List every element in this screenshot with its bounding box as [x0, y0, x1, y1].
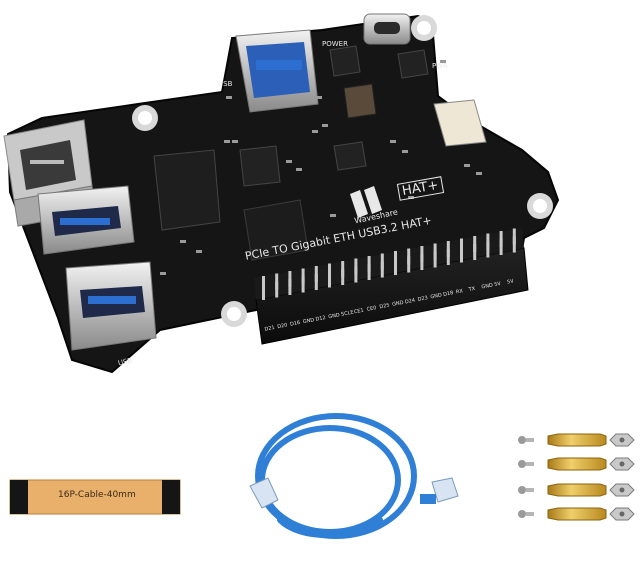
waveshare-logo-icon — [350, 186, 382, 218]
pin-label: CE0 — [366, 305, 377, 313]
pin-label: GND — [302, 317, 315, 326]
usb-label-top: USB — [218, 80, 233, 88]
pin-label: 5V — [506, 278, 515, 286]
pin-label: CE1 — [353, 307, 365, 316]
gpio-pin — [288, 271, 292, 287]
ffc-cable — [9, 479, 181, 515]
gpio-pin — [460, 238, 463, 255]
pin-label: D18 — [442, 290, 454, 298]
usb-c-port — [363, 13, 411, 45]
passive-components — [160, 60, 482, 275]
pwr-label: PWR — [432, 62, 449, 70]
pin-label: D12 — [315, 314, 327, 323]
mounting-hole — [527, 193, 553, 219]
chip-usb-hub — [239, 145, 281, 187]
gpio-pin — [486, 233, 490, 250]
gpio-pin — [262, 276, 265, 292]
pin-label: D21 — [264, 324, 276, 333]
gpio-pin — [341, 261, 345, 277]
chip-main — [243, 199, 309, 261]
gpio-pins — [262, 228, 516, 300]
pin-label: GND — [391, 299, 405, 308]
ethernet-cable — [255, 413, 417, 539]
pin-label: GND — [327, 312, 341, 321]
gpio-pin — [314, 266, 318, 282]
gpio-pin — [499, 231, 503, 247]
pin-label: D23 — [417, 295, 429, 303]
chip-eth — [329, 45, 361, 77]
gpio-pin — [367, 256, 371, 272]
rj45-plug-left — [249, 477, 279, 509]
gpio-pin — [446, 241, 450, 257]
pin-label: RX — [455, 288, 464, 296]
screw-set — [518, 483, 635, 497]
pin-label: D16 — [289, 319, 301, 328]
ffc-label: 16P-Cable-40mm — [58, 490, 136, 500]
gpio-pin — [420, 246, 424, 262]
screw-set — [518, 457, 635, 471]
gpio-pin — [354, 258, 358, 275]
screw-set — [518, 433, 635, 447]
screw-kit — [518, 433, 635, 521]
mounting-hole — [132, 105, 158, 131]
pin-label: SCLE — [340, 309, 355, 318]
usb-port-lower — [65, 261, 157, 351]
mounting-hole — [411, 15, 437, 41]
gpio-pin — [301, 268, 305, 285]
rj45-plug-right — [420, 477, 459, 504]
gpio-pin — [512, 228, 516, 245]
usb-port-upper — [37, 185, 135, 255]
inductor — [343, 83, 377, 119]
pin-label: GND — [481, 282, 494, 291]
gpio-pin — [433, 243, 437, 260]
usb-port-top — [235, 29, 319, 113]
pin-label: D25 — [378, 302, 391, 311]
screw-set — [518, 507, 635, 521]
pin-label: GND — [429, 292, 443, 301]
gpio-pin — [328, 263, 331, 280]
chip-pwr — [397, 49, 429, 79]
mounting-hole — [221, 301, 247, 327]
gpio-pin — [473, 236, 477, 252]
ffc-connector — [433, 99, 487, 147]
gpio-pin — [275, 273, 279, 290]
gpio-pin — [394, 251, 397, 267]
chip-controller — [153, 149, 221, 231]
chip-small — [333, 141, 367, 171]
power-label: POWER — [322, 40, 348, 48]
pin-label: 5V — [493, 280, 502, 289]
pin-label: D24 — [404, 297, 416, 306]
pin-label: TX — [468, 285, 476, 293]
pin-label: D20 — [276, 322, 289, 331]
gpio-pin — [380, 253, 384, 270]
gpio-pin — [407, 248, 411, 265]
